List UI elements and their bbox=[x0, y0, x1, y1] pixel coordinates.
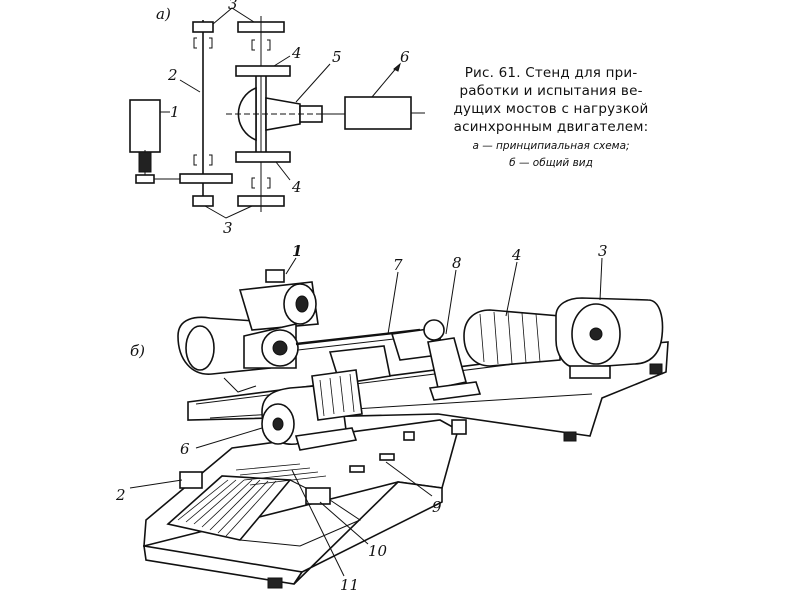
view-label-8: 8 bbox=[452, 254, 462, 272]
view-label-1: 1 bbox=[292, 242, 302, 260]
schema-label-3-bottom: 3 bbox=[223, 219, 233, 237]
load-motor-6 bbox=[344, 96, 412, 130]
panel-a-label: а) bbox=[156, 5, 171, 23]
slot bbox=[379, 453, 395, 461]
bottom-gear-small bbox=[192, 195, 214, 207]
view-label-10: 10 bbox=[368, 542, 388, 560]
support-8 bbox=[427, 337, 467, 389]
leader-6 bbox=[371, 65, 399, 98]
platform-hatching bbox=[235, 463, 327, 486]
view-label-6: 6 bbox=[180, 440, 190, 458]
slot bbox=[349, 465, 365, 473]
cone-ribs bbox=[479, 311, 541, 365]
motor-3-base bbox=[569, 365, 611, 379]
foot bbox=[267, 577, 283, 589]
schematic-diagram: а) 3 3 1 2 bbox=[129, 0, 425, 237]
view-label-9: 9 bbox=[432, 498, 442, 516]
bracket bbox=[451, 419, 467, 435]
leader-5 bbox=[295, 63, 331, 103]
lower-frame-side bbox=[293, 481, 443, 585]
leader-4-top bbox=[273, 55, 291, 67]
leader-2 bbox=[179, 79, 201, 93]
leader-4-bottom bbox=[275, 161, 291, 181]
view-label-4: 4 bbox=[511, 246, 522, 264]
motor-6-bracket bbox=[311, 369, 363, 421]
motor-1-gear bbox=[179, 173, 233, 184]
figure-caption: Рис. 61. Стенд для при­работки и испытан… bbox=[452, 64, 650, 170]
caption-title: Рис. 61. Стенд для при­работки и испытан… bbox=[453, 65, 649, 135]
motor-junction-box bbox=[265, 269, 285, 283]
slot bbox=[403, 431, 415, 441]
caption-line-a: а — принципиальная схема; bbox=[472, 140, 630, 152]
general-view-drawing: б) bbox=[115, 242, 669, 594]
hub-4-top bbox=[235, 65, 291, 77]
shaft-2-bearings bbox=[193, 37, 213, 166]
support-block-10 bbox=[305, 487, 331, 505]
support-block-2 bbox=[179, 471, 203, 489]
bottom-output-bearing bbox=[251, 177, 271, 189]
top-output-bearing bbox=[251, 39, 271, 51]
motor-1-coupling bbox=[138, 151, 152, 173]
schema-label-5: 5 bbox=[332, 48, 342, 66]
foot bbox=[563, 431, 577, 442]
schema-label-1: 1 bbox=[170, 103, 180, 121]
leader-6-arrow bbox=[393, 62, 401, 72]
hub-4-bottom bbox=[235, 151, 291, 163]
schema-label-2: 2 bbox=[167, 66, 178, 84]
view-label-11: 11 bbox=[340, 576, 359, 594]
leaders bbox=[129, 257, 603, 577]
caption-line-b: б — общий вид bbox=[509, 157, 593, 169]
view-label-3: 3 bbox=[598, 242, 608, 260]
schema-label-4-bottom: 4 bbox=[291, 178, 302, 196]
pit-hatching bbox=[177, 479, 277, 537]
panel-b-label: б) bbox=[130, 342, 145, 360]
top-gear-small bbox=[192, 21, 214, 33]
motor-1-pulley bbox=[135, 174, 155, 184]
load-cone-4 bbox=[463, 309, 561, 367]
schema-label-3-top: 3 bbox=[228, 0, 238, 13]
universal-joint bbox=[423, 319, 445, 341]
schema-label-4-top: 4 bbox=[291, 44, 302, 62]
view-label-7: 7 bbox=[393, 256, 403, 274]
schema-label-6: 6 bbox=[400, 48, 410, 66]
foot bbox=[649, 363, 663, 375]
leader-3-bottom bbox=[204, 205, 253, 219]
view-label-2: 2 bbox=[115, 486, 126, 504]
motor-1 bbox=[129, 99, 161, 153]
leader-3-top bbox=[212, 7, 255, 25]
